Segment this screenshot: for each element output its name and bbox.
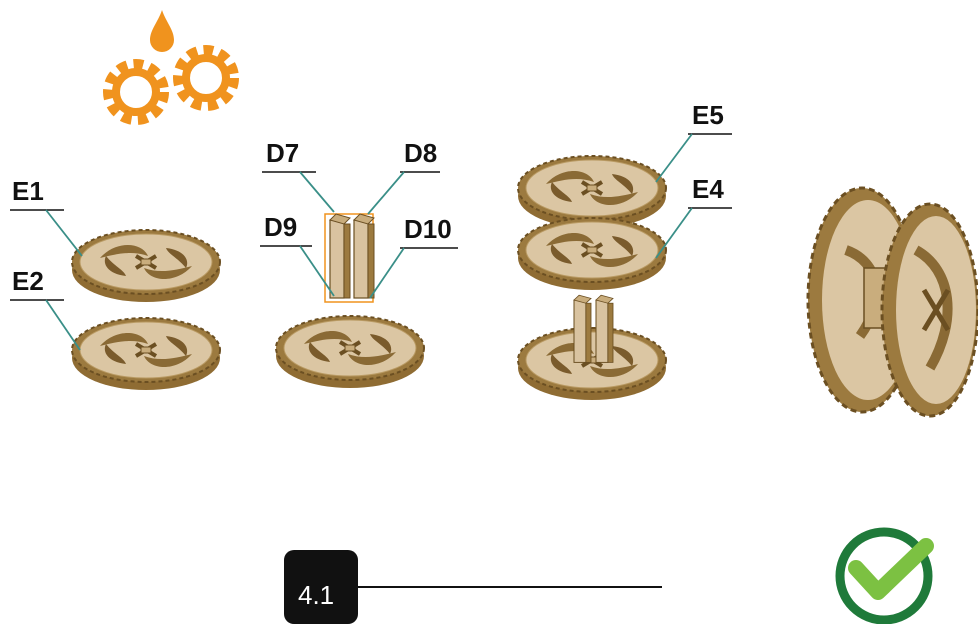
svg-text:E2: E2 bbox=[12, 266, 44, 296]
label-D10: D10 bbox=[370, 214, 458, 298]
assembled-gear-pair bbox=[808, 188, 978, 416]
gear-E2 bbox=[72, 318, 220, 390]
label-E1: E1 bbox=[10, 176, 82, 256]
label-D9: D9 bbox=[260, 212, 334, 296]
label-D7: D7 bbox=[262, 138, 334, 212]
svg-text:E4: E4 bbox=[692, 174, 724, 204]
label-D8: D8 bbox=[368, 138, 440, 214]
gear-E1 bbox=[72, 230, 220, 302]
gear-base-center bbox=[276, 316, 424, 388]
connector-pieces bbox=[325, 214, 374, 302]
step-badge: 4.1 bbox=[284, 550, 662, 624]
label-E5: E5 bbox=[656, 100, 732, 182]
svg-text:E5: E5 bbox=[692, 100, 724, 130]
gear-base-right bbox=[518, 328, 666, 400]
svg-text:D9: D9 bbox=[264, 212, 297, 242]
label-E4: E4 bbox=[656, 174, 732, 258]
svg-text:D10: D10 bbox=[404, 214, 452, 244]
svg-text:E1: E1 bbox=[12, 176, 44, 206]
svg-text:D8: D8 bbox=[404, 138, 437, 168]
svg-text:D7: D7 bbox=[266, 138, 299, 168]
checkmark-circle-icon bbox=[840, 532, 928, 620]
svg-text:4.1: 4.1 bbox=[298, 580, 334, 610]
gear-E4 bbox=[518, 218, 666, 290]
oil-drop-gears-icon bbox=[110, 10, 232, 118]
label-E2: E2 bbox=[10, 266, 80, 350]
